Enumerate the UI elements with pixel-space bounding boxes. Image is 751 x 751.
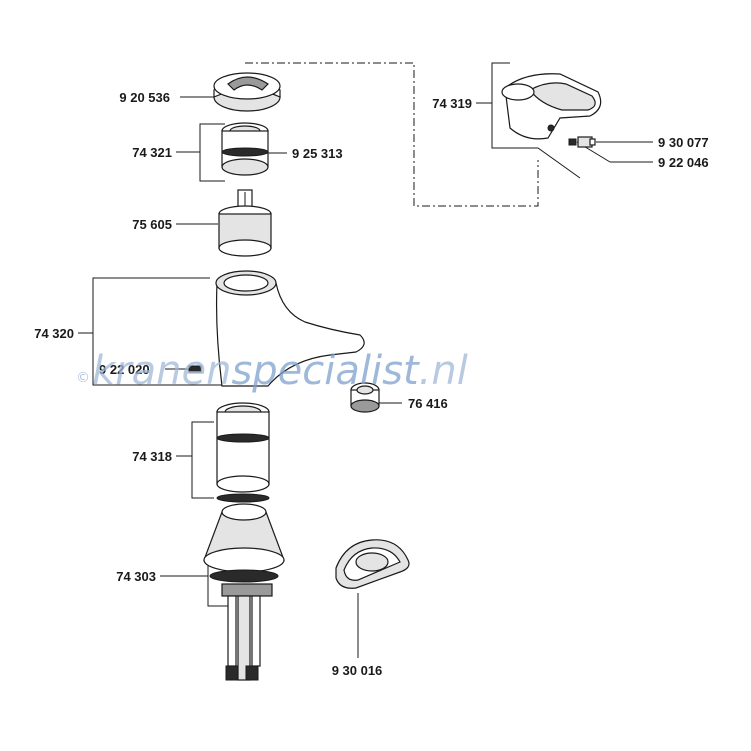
watermark-text: kranenspecialist.nl	[92, 348, 468, 394]
part-aerator-76-416	[350, 382, 380, 413]
part-rings-74-321	[221, 122, 269, 176]
label-9-25-313: 9 25 313	[292, 146, 343, 161]
watermark-part3: .nl	[419, 348, 468, 394]
label-74-303: 74 303	[116, 569, 156, 584]
watermark-part2: specialist	[231, 348, 420, 394]
label-9-22-046: 9 22 046	[658, 155, 709, 170]
label-9-30-077: 9 30 077	[658, 135, 709, 150]
part-spout-body-74-320	[188, 270, 365, 387]
watermark: © kranenspecialist.nl	[76, 348, 468, 394]
label-9-22-020: 9 22 020	[99, 362, 150, 377]
part-cartridge-75-605	[218, 189, 272, 257]
label-9-20-536: 9 20 536	[119, 90, 170, 105]
part-labels: 9 20 536 74 321 9 25 313 75 605 74 319 9…	[34, 90, 708, 678]
label-75-605: 75 605	[132, 217, 172, 232]
part-collar-74-318	[216, 402, 270, 503]
label-76-416: 76 416	[408, 396, 448, 411]
label-74-321: 74 321	[132, 145, 172, 160]
label-74-319: 74 319	[432, 96, 472, 111]
part-lever-74-319	[501, 73, 602, 148]
part-base-plate-9-30-016	[335, 539, 410, 589]
part-base-74-303	[203, 503, 285, 681]
label-74-318: 74 318	[132, 449, 172, 464]
watermark-part1: kranen	[92, 348, 231, 394]
label-74-320: 74 320	[34, 326, 74, 341]
watermark-copyright: ©	[76, 370, 90, 386]
label-9-30-016: 9 30 016	[332, 663, 383, 678]
part-cap-9-20-536	[213, 72, 281, 112]
